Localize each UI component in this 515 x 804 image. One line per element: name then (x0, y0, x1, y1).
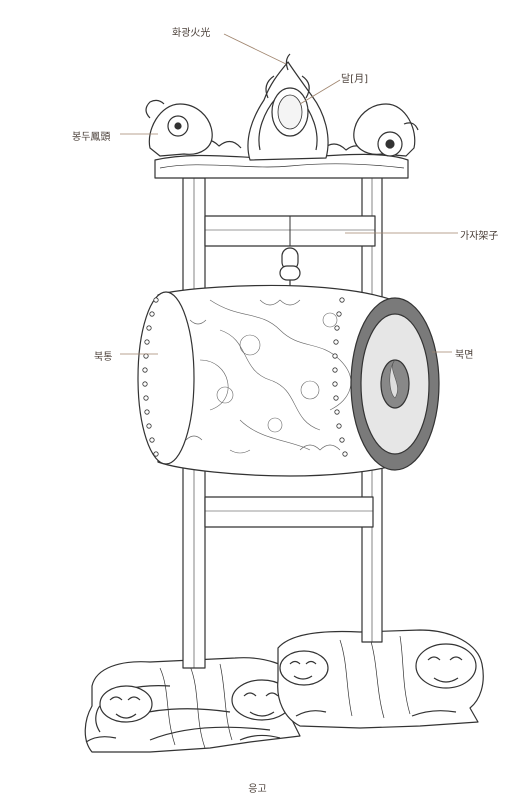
label-fire-ornament: 화광火光 (172, 28, 211, 39)
leader-lines (120, 33, 458, 355)
label-frame: 가자架子 (460, 231, 499, 242)
drum-face (350, 297, 440, 471)
fire-ornament (247, 53, 329, 161)
label-drum-face: 북면 (455, 350, 474, 361)
top-beam (145, 99, 419, 179)
lower-crossbar (204, 496, 374, 528)
right-tiger-base (277, 629, 484, 729)
drum-body (137, 284, 393, 477)
label-drum-body: 북통 (94, 352, 113, 363)
figure-caption: 응고 (248, 784, 267, 795)
left-tiger-base (84, 657, 303, 753)
label-moon: 달[月] (341, 74, 369, 85)
label-phoenix-head: 봉두鳳頭 (72, 132, 111, 143)
